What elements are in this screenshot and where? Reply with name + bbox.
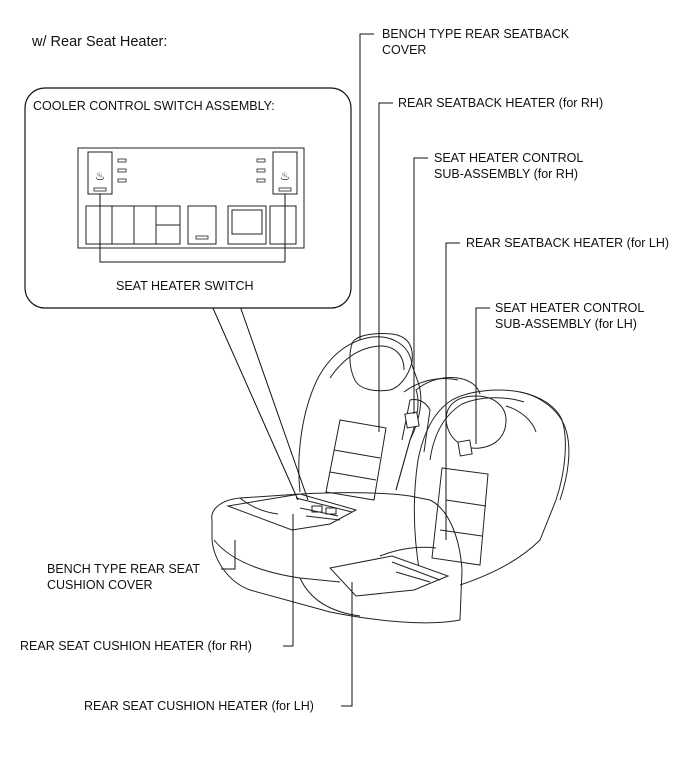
inset-title: COOLER CONTROL SWITCH ASSEMBLY: [33, 99, 275, 113]
indicator-led [117, 158, 127, 163]
rh-seatback-heater-label: REAR SEATBACK HEATER (for RH) [398, 96, 603, 110]
rh-control-module [404, 411, 420, 429]
cushion-cover-label-2: CUSHION COVER [47, 578, 153, 592]
bench-seatback-cover-label-2: COVER [382, 43, 426, 57]
cushion-cover-label: BENCH TYPE REAR SEAT [47, 562, 200, 576]
lh-cushion-heater-label: REAR SEAT CUSHION HEATER (for LH) [84, 699, 314, 713]
rear-seat-illustration [211, 333, 570, 624]
inset-pointer-left [211, 305, 299, 501]
rh-control-label: SEAT HEATER CONTROL [434, 151, 583, 165]
lh-control-module [457, 439, 473, 457]
lh-control-label-2: SUB-ASSEMBLY (for LH) [495, 317, 637, 331]
rh-seatback-outline [298, 336, 422, 493]
panel-display [231, 209, 263, 235]
rh-seatback-heater [325, 419, 387, 501]
lh-seatback-outline [413, 389, 566, 586]
seat-icon: ♨ [280, 169, 291, 183]
rh-headrest [349, 333, 413, 392]
lh-seat-heater-switch [272, 151, 298, 195]
rh-control-label-2: SUB-ASSEMBLY (for RH) [434, 167, 578, 181]
lh-control-label: SEAT HEATER CONTROL [495, 301, 644, 315]
bench-seatback-cover-label: BENCH TYPE REAR SEATBACK [382, 27, 570, 41]
panel-button [85, 205, 113, 245]
lh-seatback-heater-label: REAR SEATBACK HEATER (for LH) [466, 236, 669, 250]
leader-lines [221, 33, 490, 707]
variant-heading: w/ Rear Seat Heater: [31, 34, 167, 50]
seat-heater-switch-label: SEAT HEATER SWITCH [116, 279, 254, 293]
rh-cushion-heater [226, 493, 358, 531]
seat-icon: ♨ [95, 169, 106, 183]
inset-pointer-right [239, 305, 309, 501]
lh-seatback-heater [431, 467, 489, 566]
switch-bracket [99, 194, 286, 263]
rh-cushion-heater-label: REAR SEAT CUSHION HEATER (for RH) [20, 639, 252, 653]
cooler-switch-inset: COOLER CONTROL SWITCH ASSEMBLY: ♨ ♨ SEAT… [24, 87, 352, 501]
seat-cushion-outline [211, 492, 463, 624]
